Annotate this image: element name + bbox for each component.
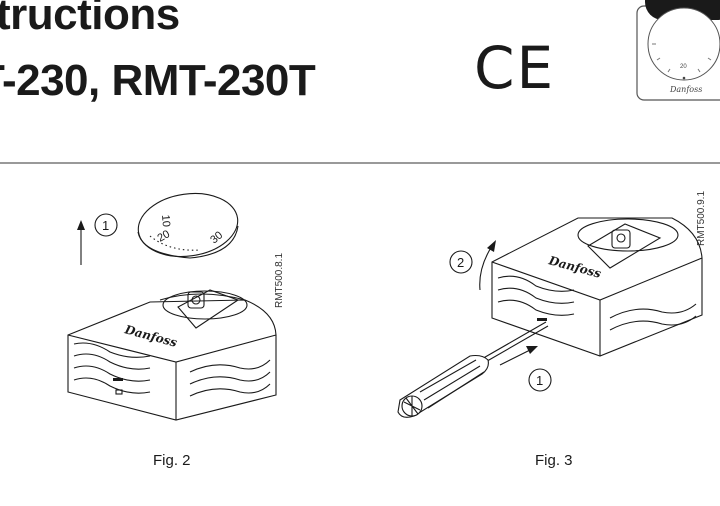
title-line-1: tructions [0,0,180,39]
section-divider [0,162,720,164]
fig2-dial-10: 10 [159,214,172,227]
fig3-ref-code: RMT500.9.1 [696,190,707,246]
title-line-2: T-230, RMT-230T [0,56,316,105]
fig3-caption: Fig. 3 [535,452,573,469]
fig2-step-1: 1 [102,218,109,233]
ce-mark: CE [474,34,556,102]
fig3-step-2: 2 [457,255,464,270]
fig2-dial-20: 20 [156,228,173,245]
thumbnail-dial-number: 20 [680,64,687,70]
fig3-step-1: 1 [536,373,543,388]
thumbnail-logo: Danfoss [669,85,702,94]
fig2-caption: Fig. 2 [153,452,191,469]
